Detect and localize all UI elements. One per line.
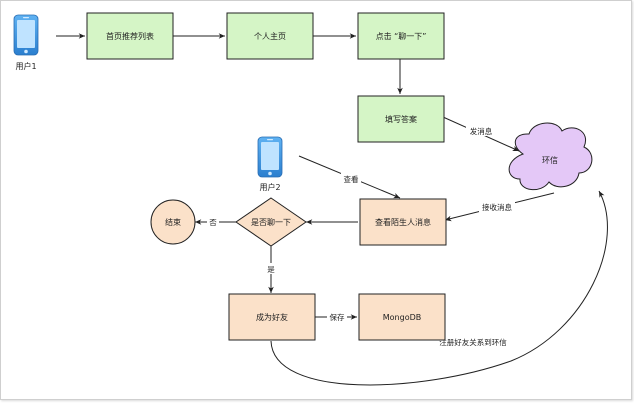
edges — [56, 33, 608, 386]
actor-user2: 用户2 — [257, 136, 283, 192]
node-click-chat[interactable]: 点击 “聊一下” — [357, 12, 445, 60]
profile-label: 个人主页 — [254, 31, 286, 41]
click-chat-label: 点击 “聊一下” — [376, 31, 427, 41]
node-fill-answer[interactable]: 填写答案 — [357, 95, 445, 143]
user1-label: 用户1 — [15, 61, 36, 71]
smartphone-icon — [257, 136, 283, 178]
actor-user1: 用户1 — [13, 14, 39, 71]
node-become-friend[interactable]: 成为好友 — [228, 293, 316, 341]
mongodb-label: MongoDB — [383, 313, 422, 322]
end-label: 结束 — [165, 217, 181, 227]
label-receive-msg: 接收消息 — [482, 202, 512, 212]
node-huanxin-cloud[interactable]: 环信 — [508, 122, 593, 190]
home-list-label: 首页推荐列表 — [106, 31, 154, 41]
edge-friend-to-huanxin — [270, 190, 608, 386]
smartphone-icon — [13, 14, 39, 56]
node-decision-chat[interactable]: 是否聊一下 — [235, 197, 307, 247]
huanxin-label: 环信 — [542, 155, 558, 165]
node-mongodb[interactable]: MongoDB — [358, 293, 446, 341]
node-profile[interactable]: 个人主页 — [226, 12, 314, 60]
label-view: 查看 — [344, 174, 359, 184]
label-no: 否 — [209, 218, 217, 227]
label-send-msg: 发消息 — [470, 126, 493, 136]
label-register: 注册好友关系到环信 — [439, 337, 507, 347]
fill-answer-label: 填写答案 — [385, 114, 417, 124]
edge-labels: 发消息 接收消息 查看 否 是 保存 注册好友关系到环信 — [207, 125, 515, 347]
user2-label: 用户2 — [259, 182, 280, 192]
label-yes: 是 — [267, 265, 275, 274]
decision-label: 是否聊一下 — [251, 218, 291, 227]
become-friend-label: 成为好友 — [256, 312, 288, 322]
node-view-stranger-msg[interactable]: 查看陌生人消息 — [359, 198, 447, 246]
node-home-list[interactable]: 首页推荐列表 — [86, 12, 174, 60]
label-save: 保存 — [330, 312, 345, 322]
view-stranger-msg-label: 查看陌生人消息 — [375, 217, 431, 227]
node-end[interactable]: 结束 — [150, 199, 196, 245]
